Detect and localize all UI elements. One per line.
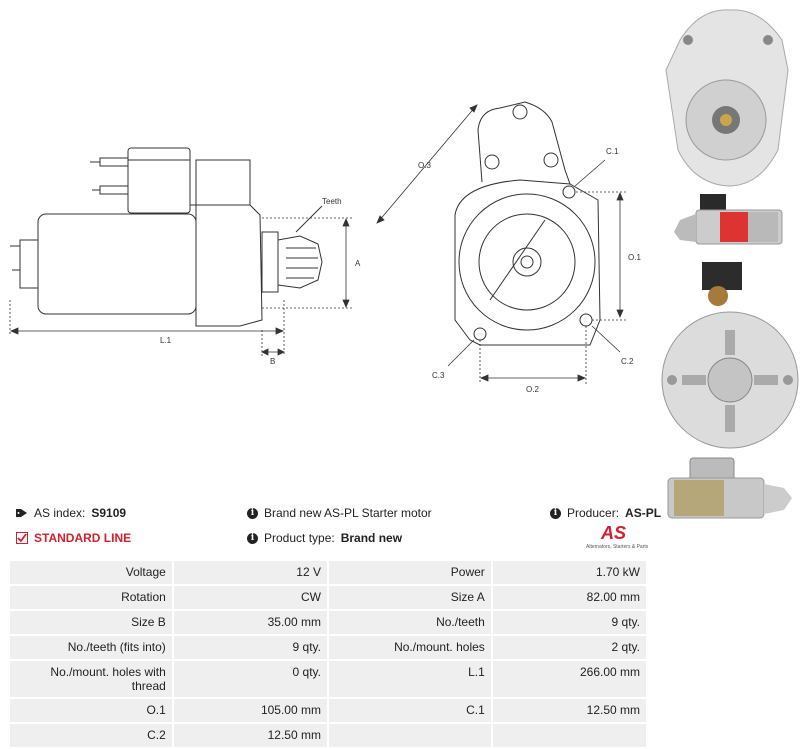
spec-label: C.1 [328, 699, 491, 722]
spec-label [328, 724, 491, 747]
as-index-value: S9109 [91, 506, 127, 520]
spec-value: 0 qty. [173, 661, 327, 697]
as-index: AS index: S9109 [16, 506, 126, 520]
logo-mark: AS [601, 523, 627, 543]
spec-value: 82.00 mm [492, 586, 646, 609]
label-o2: O.2 [526, 385, 539, 394]
photo-side-1 [674, 194, 783, 245]
as-index-label: AS index: [34, 506, 86, 520]
label-c2: C.2 [621, 357, 634, 366]
spec-value: 266.00 mm [492, 661, 646, 697]
spec-label: No./teeth (fits into) [10, 636, 172, 659]
spec-label: No./mount. holes [328, 636, 491, 659]
product-type-label: Product type: [264, 531, 335, 545]
spec-row: No./teeth (fits into)9 qty.No./mount. ho… [10, 636, 646, 659]
description-text: Brand new AS-PL Starter motor [264, 506, 432, 520]
spec-value: 9 qty. [173, 636, 327, 659]
spec-label: Power [328, 561, 491, 584]
spec-value: 1.70 kW [492, 561, 646, 584]
spec-label: Voltage [10, 561, 172, 584]
spec-label: Size B [10, 611, 172, 634]
spec-label: Rotation [10, 586, 172, 609]
spec-label: No./teeth [328, 611, 491, 634]
label-l1: L.1 [160, 336, 172, 345]
spec-value: 12.50 mm [173, 724, 327, 747]
photo-rear-end [661, 262, 799, 449]
standard-line: STANDARD LINE [16, 531, 131, 545]
label-teeth: Teeth [322, 197, 342, 206]
description: i Brand new AS-PL Starter motor [247, 506, 432, 520]
as-pl-logo: AS Alternators, Starters & Parts [586, 523, 656, 553]
spec-label: No./mount. holes with thread [10, 661, 172, 697]
info-icon: i [247, 532, 258, 544]
info-icon: i [550, 507, 561, 519]
label-a: A [355, 259, 361, 268]
spec-label: Size A [328, 586, 491, 609]
label-c1: C.1 [606, 147, 619, 156]
producer: i Producer: AS-PL [550, 506, 661, 520]
spec-label: O.1 [10, 699, 172, 722]
product-type-value: Brand new [340, 531, 403, 545]
spec-label: C.2 [10, 724, 172, 747]
label-o1: O.1 [628, 253, 641, 262]
spec-value [492, 724, 646, 747]
standard-line-label: STANDARD LINE [34, 531, 132, 545]
spec-value: 9 qty. [492, 611, 646, 634]
label-b: B [270, 357, 275, 366]
producer-value: AS-PL [625, 506, 662, 520]
technical-drawing: Teeth A B L.1 O.3 C.1 O.1 C.2 C.3 O.2 [9, 101, 641, 394]
photo-front-end [665, 9, 789, 187]
info-icon: i [247, 507, 258, 519]
spec-label: L.1 [328, 661, 491, 697]
tag-icon [16, 508, 28, 518]
spec-value: 35.00 mm [173, 611, 327, 634]
spec-value: 12 V [173, 561, 327, 584]
producer-label: Producer: [567, 506, 620, 520]
product-photos [661, 9, 799, 519]
spec-value: 12.50 mm [492, 699, 646, 722]
spec-value: 2 qty. [492, 636, 646, 659]
label-c3: C.3 [432, 371, 445, 380]
photo-side-2 [667, 457, 792, 519]
checkbox-checked-icon [16, 532, 28, 544]
product-type: i Product type: Brand new [247, 531, 402, 545]
spec-value: CW [173, 586, 327, 609]
logo-tagline: Alternators, Starters & Parts [586, 544, 649, 550]
label-o3: O.3 [418, 161, 431, 170]
spec-value: 105.00 mm [173, 699, 327, 722]
